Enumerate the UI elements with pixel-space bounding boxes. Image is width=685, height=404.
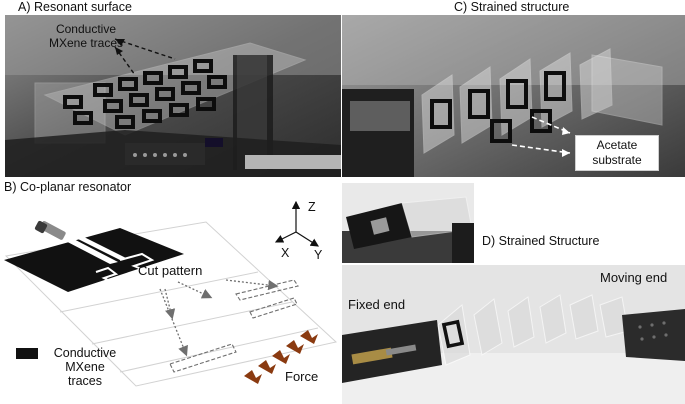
panel-b-diagram xyxy=(4,200,338,387)
panel-d-inset-photo xyxy=(342,183,474,263)
legend-swatch xyxy=(16,348,38,359)
axes-triad xyxy=(274,200,320,247)
mxene-trace-grid xyxy=(63,59,227,129)
strained-cells xyxy=(421,48,613,154)
panel-b-title: B) Co-planar resonator xyxy=(4,180,132,194)
panel-c-title: C) Strained structure xyxy=(454,0,570,14)
panel-a-photo xyxy=(5,15,341,177)
cut-pattern-label: Cut pattern xyxy=(138,263,203,278)
panel-d-title: D) Strained Structure xyxy=(482,234,600,248)
axis-x-label: X xyxy=(281,246,290,260)
panel-d-inset-scene xyxy=(342,183,474,263)
panel-c-photo xyxy=(342,15,685,177)
axis-z-label: Z xyxy=(308,200,316,214)
moving-end-label: Moving end xyxy=(600,270,668,285)
axis-y-label: Y xyxy=(314,248,323,262)
panel-d-photo xyxy=(342,265,685,404)
panel-a-title: A) Resonant surface xyxy=(18,0,132,14)
force-label: Force xyxy=(285,369,319,384)
panel-a-scene xyxy=(5,15,341,177)
legend-label: Conductive MXene traces xyxy=(53,346,117,388)
panel-a-callout: Conductive MXene traces xyxy=(48,22,124,50)
coplanar-resonator xyxy=(4,220,184,292)
panel-d-scene xyxy=(342,265,685,404)
panel-c-scene xyxy=(342,15,685,177)
force-arrows xyxy=(244,330,318,384)
panel-c-callout: Acetate substrate xyxy=(575,135,659,171)
fixed-end-label: Fixed end xyxy=(348,297,406,312)
